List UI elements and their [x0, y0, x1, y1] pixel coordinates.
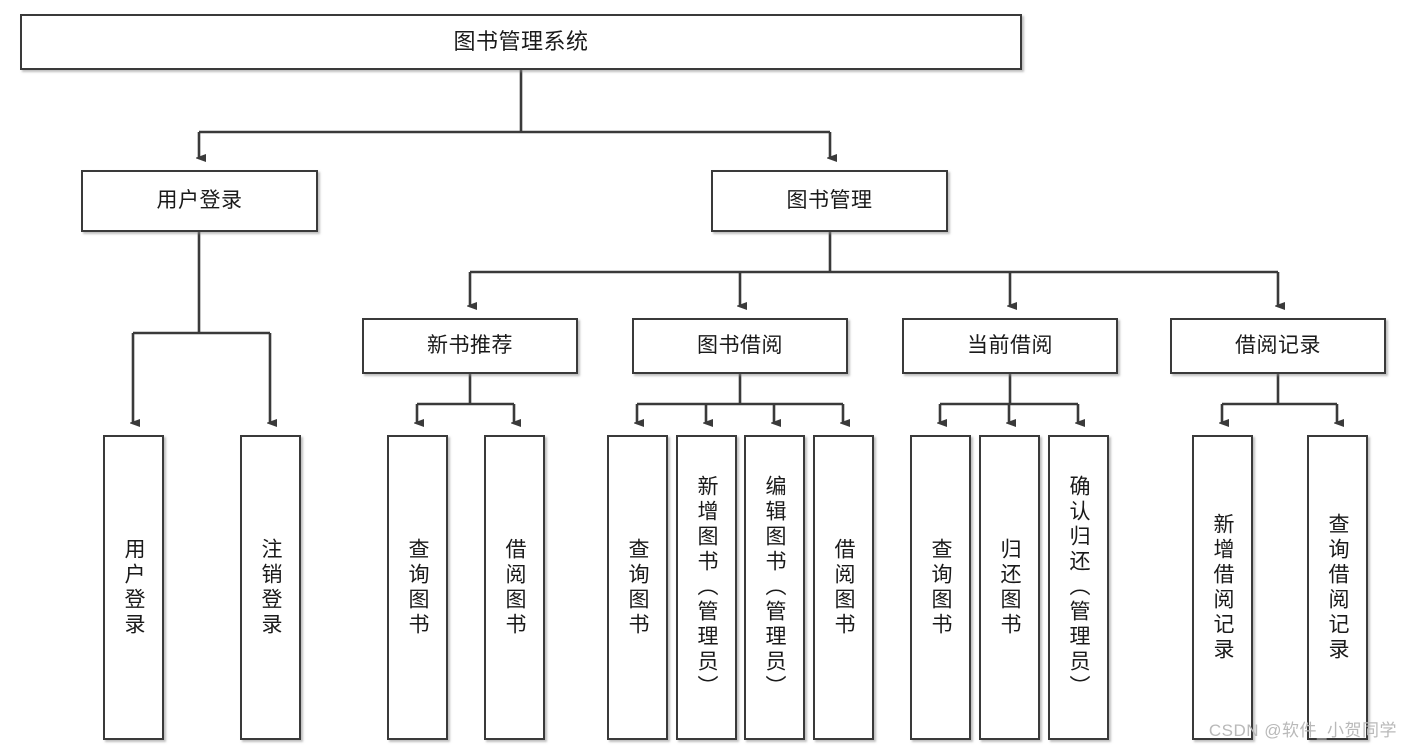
- node-book-management[interactable]: 图书管理: [711, 170, 948, 232]
- node-borrow-record[interactable]: 借阅记录: [1170, 318, 1386, 374]
- node-leaf-logout[interactable]: 注销登录: [240, 435, 301, 740]
- node-label: 新书推荐: [427, 334, 513, 358]
- node-user-login[interactable]: 用户登录: [81, 170, 318, 232]
- node-label: 新增图书（管理员）: [695, 475, 718, 700]
- node-leaf-bookborrow-borrow-book[interactable]: 借阅图书: [813, 435, 874, 740]
- node-leaf-borrowrecord-add-record[interactable]: 新增借阅记录: [1192, 435, 1253, 740]
- node-label: 当前借阅: [967, 334, 1053, 358]
- node-leaf-borrowrecord-query-record[interactable]: 查询借阅记录: [1307, 435, 1368, 740]
- node-label: 编辑图书（管理员）: [763, 475, 786, 700]
- node-label: 确认归还（管理员）: [1067, 475, 1090, 700]
- node-current-borrow[interactable]: 当前借阅: [902, 318, 1118, 374]
- node-leaf-newbook-borrow-book[interactable]: 借阅图书: [484, 435, 545, 740]
- node-new-book-recommend[interactable]: 新书推荐: [362, 318, 578, 374]
- node-label: 借阅图书: [503, 537, 526, 638]
- node-leaf-newbook-query-book[interactable]: 查询图书: [387, 435, 448, 740]
- node-label: 查询图书: [626, 537, 649, 638]
- node-label: 查询图书: [406, 537, 429, 638]
- node-label: 查询图书: [929, 537, 952, 638]
- node-label: 查询借阅记录: [1326, 512, 1349, 663]
- node-label: 图书借阅: [697, 334, 783, 358]
- node-leaf-currentborrow-return-book[interactable]: 归还图书: [979, 435, 1040, 740]
- node-label: 图书管理系统: [453, 28, 589, 54]
- node-label: 用户登录: [122, 537, 145, 638]
- node-root-library-system[interactable]: 图书管理系统: [20, 14, 1022, 70]
- node-leaf-bookborrow-edit-book-admin[interactable]: 编辑图书（管理员）: [744, 435, 805, 740]
- node-leaf-bookborrow-add-book-admin[interactable]: 新增图书（管理员）: [676, 435, 737, 740]
- node-leaf-bookborrow-query-book[interactable]: 查询图书: [607, 435, 668, 740]
- node-leaf-currentborrow-query-book[interactable]: 查询图书: [910, 435, 971, 740]
- node-label: 新增借阅记录: [1211, 512, 1234, 663]
- node-label: 注销登录: [259, 537, 282, 638]
- node-label: 借阅图书: [832, 537, 855, 638]
- node-leaf-currentborrow-confirm-return-admin[interactable]: 确认归还（管理员）: [1048, 435, 1109, 740]
- node-label: 借阅记录: [1235, 334, 1321, 358]
- node-leaf-user-login[interactable]: 用户登录: [103, 435, 164, 740]
- node-book-borrow[interactable]: 图书借阅: [632, 318, 848, 374]
- node-label: 图书管理: [786, 189, 873, 213]
- node-label: 用户登录: [156, 189, 243, 213]
- node-label: 归还图书: [998, 537, 1021, 638]
